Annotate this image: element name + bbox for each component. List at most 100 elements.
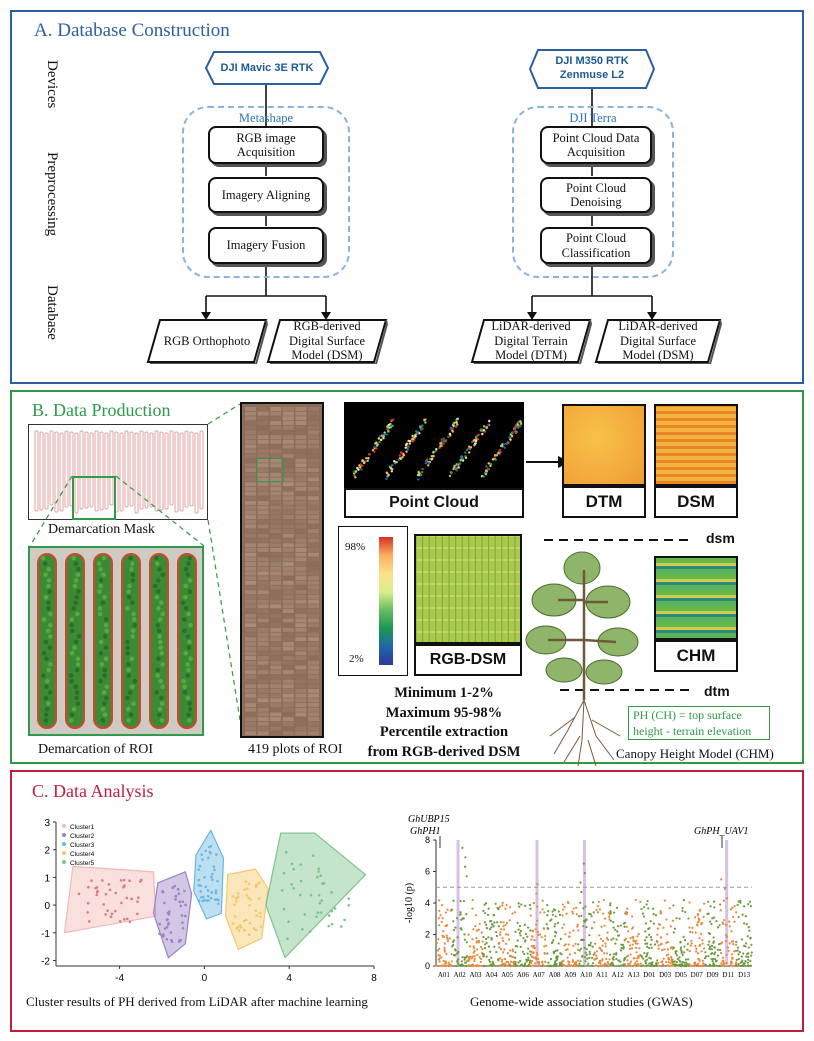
snp-point <box>495 934 498 938</box>
roi-plant <box>76 634 82 639</box>
roi-plant <box>156 656 161 662</box>
snp-point <box>660 942 663 945</box>
roi-plant <box>41 650 47 656</box>
cluster-hull-1 <box>63 865 157 934</box>
snp-point <box>688 949 691 953</box>
snp-point <box>572 907 575 910</box>
snp-point <box>463 933 466 936</box>
snp-point <box>540 936 543 939</box>
snp-point <box>681 909 684 912</box>
snp-point <box>504 962 507 966</box>
plot-cell <box>245 726 256 731</box>
snp-point <box>490 936 493 940</box>
roi-plant <box>157 706 163 712</box>
snp-point <box>482 935 485 939</box>
snp-point <box>571 912 575 915</box>
snp-point <box>694 944 697 948</box>
dtm-image <box>562 404 646 486</box>
point-cloud-dot <box>455 421 458 424</box>
plot-cell <box>308 665 319 670</box>
cluster-point <box>122 885 125 889</box>
snp-point <box>626 959 629 962</box>
snp-point <box>447 961 450 964</box>
point-cloud-dot <box>376 443 379 446</box>
snp-point <box>652 913 655 916</box>
point-cloud-dot <box>371 448 375 452</box>
plot-cell <box>308 538 319 543</box>
roi-plant <box>180 600 186 606</box>
snp-point <box>709 964 712 967</box>
snp-point <box>535 923 538 926</box>
point-cloud-dot <box>461 457 464 460</box>
cluster-point <box>257 897 261 900</box>
peak-highlight <box>725 840 729 966</box>
x-tick-label: 8 <box>371 973 377 984</box>
snp-point <box>722 922 725 926</box>
snp-point <box>541 961 544 964</box>
plot-cell <box>245 618 256 623</box>
point-cloud-dot <box>461 459 465 462</box>
snp-point <box>708 945 712 948</box>
snp-point <box>561 914 564 917</box>
snp-point <box>499 957 502 960</box>
point-cloud-dot <box>457 466 460 469</box>
plot-cell <box>270 548 282 552</box>
plot-cell <box>308 472 319 477</box>
snp-point <box>612 958 615 961</box>
snp-point <box>635 960 638 963</box>
point-cloud-dot <box>468 451 471 454</box>
point-cloud-dot <box>414 435 417 438</box>
snp-point <box>499 921 503 924</box>
point-cloud-dot <box>404 443 408 447</box>
plot-cell <box>257 421 269 425</box>
height-lines <box>544 539 690 691</box>
plot-cell <box>295 717 307 722</box>
snp-point <box>443 948 446 951</box>
snp-point <box>650 938 653 941</box>
cluster-point <box>315 915 318 919</box>
cluster-point <box>108 888 112 892</box>
snp-point <box>683 961 686 964</box>
snp-point <box>509 949 512 952</box>
snp-point <box>583 946 586 949</box>
snp-point <box>686 942 689 946</box>
snp-point <box>648 946 651 950</box>
snp-point <box>695 950 698 953</box>
point-cloud-dot <box>439 445 442 448</box>
plot-cell <box>270 637 282 642</box>
snp-point <box>501 939 505 942</box>
roi-plant <box>131 617 137 622</box>
gene-label-ubp15: GhUBP15 <box>408 814 450 825</box>
plot-cell <box>308 425 319 430</box>
plot-cell <box>270 651 282 656</box>
chromosome-label: D09 <box>706 971 719 979</box>
plot-cell <box>295 435 307 440</box>
snp-point <box>547 910 550 913</box>
cluster-point <box>330 909 334 913</box>
point-cloud-dot <box>424 421 427 424</box>
plot-cell <box>257 595 269 599</box>
plot-cell <box>245 557 256 562</box>
plot-cell <box>308 726 319 731</box>
plot-cell <box>257 533 269 538</box>
y-axis-label: -log10 (p) <box>404 883 415 923</box>
plot-cell <box>245 665 256 670</box>
roi-plant <box>73 684 79 690</box>
roi-plant <box>154 690 159 695</box>
snp-point <box>582 924 585 928</box>
snp-point <box>739 964 742 968</box>
cluster-point <box>209 851 212 855</box>
cluster-point <box>170 938 173 942</box>
snp-point <box>713 946 716 949</box>
ph-formula-box: PH (CH) = top surface height - terrain e… <box>628 706 770 740</box>
cluster-point <box>173 884 176 888</box>
roi-plant <box>43 572 48 578</box>
plot-cell <box>245 599 256 604</box>
snp-point <box>737 953 740 956</box>
snp-point <box>515 964 518 967</box>
roi-plant <box>129 566 134 572</box>
snp-point <box>681 960 684 964</box>
plot-cell <box>308 712 319 717</box>
dji-terra-label: DJI Terra <box>569 111 617 125</box>
plot-cell <box>257 660 269 665</box>
